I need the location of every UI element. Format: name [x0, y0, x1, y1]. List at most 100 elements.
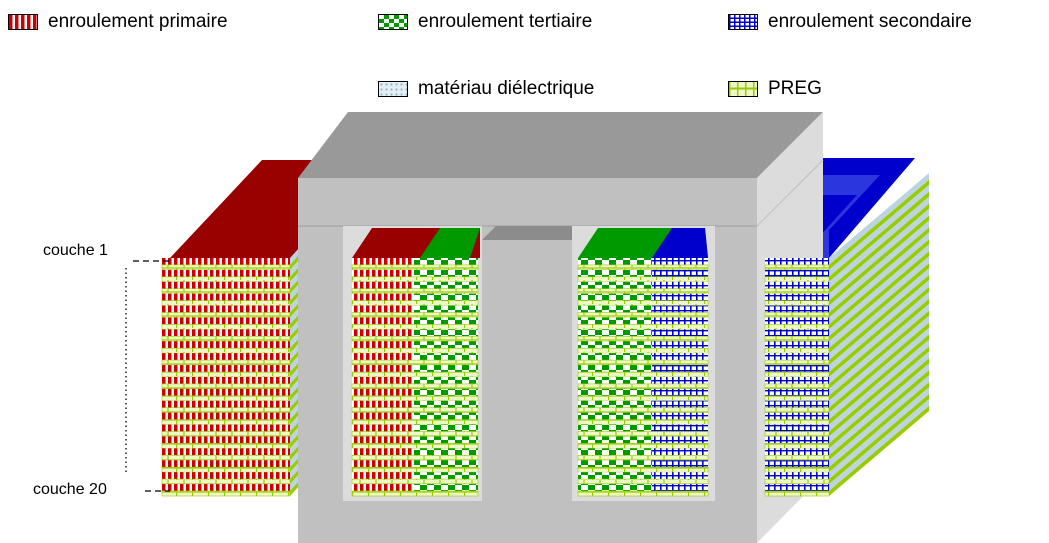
winding-layer	[162, 317, 290, 325]
preg-layer	[161, 466, 291, 473]
dielectric-side	[829, 220, 929, 313]
preg-layer	[161, 312, 291, 318]
winding-layer	[765, 365, 829, 373]
winding-layer	[652, 258, 708, 265]
preg-side	[829, 263, 929, 354]
legend-dielectric: matériau diélectrique	[378, 78, 594, 100]
preg-side	[290, 327, 298, 342]
winding-layer	[765, 412, 829, 420]
preg-layer	[577, 407, 709, 413]
winding-layer	[162, 269, 290, 277]
legend-secondary: enroulement secondaire	[728, 11, 972, 33]
winding-layer	[652, 281, 708, 289]
winding-layer	[765, 269, 829, 277]
winding-layer	[765, 293, 829, 301]
winding-layer	[352, 484, 414, 492]
preg-side	[290, 398, 298, 413]
winding-layer	[162, 472, 290, 480]
winding-layer	[352, 436, 414, 444]
winding-layer	[352, 293, 414, 301]
winding-layer	[414, 305, 478, 313]
winding-layer	[162, 424, 290, 432]
winding-layer	[414, 472, 478, 480]
winding-layer	[414, 424, 478, 432]
preg-layer	[764, 300, 830, 306]
preg-layer	[351, 276, 479, 283]
windings	[161, 173, 929, 497]
preg-side	[290, 410, 298, 425]
winding-layer	[352, 353, 414, 361]
preg-layer	[577, 264, 709, 271]
preg-layer	[351, 383, 479, 390]
dielectric-side	[290, 475, 298, 492]
winding-layer	[652, 353, 708, 361]
legend-primary: enroulement primaire	[8, 11, 228, 33]
preg-layer	[577, 300, 709, 306]
layer-20-label: couche 20	[33, 481, 107, 498]
legend-tertiary: enroulement tertiaire	[378, 11, 592, 33]
preg-side	[829, 346, 929, 437]
dielectric-side	[290, 427, 298, 444]
preg-side	[290, 268, 298, 282]
winding-layer	[578, 269, 652, 277]
winding-layer	[765, 353, 829, 361]
preg-side	[290, 363, 298, 377]
dielectric-side	[829, 292, 929, 384]
dielectric-side	[829, 256, 929, 349]
winding-layer	[414, 436, 478, 444]
winding-layer	[414, 281, 478, 289]
dielectric-side	[829, 208, 929, 301]
preg-layer	[161, 419, 291, 425]
preg-layer	[764, 395, 830, 402]
winding-layer	[652, 484, 708, 492]
preg-side	[290, 351, 298, 366]
preg-side	[829, 227, 929, 318]
preg-layer	[577, 466, 709, 473]
preg-side	[829, 406, 929, 496]
preg-layer	[161, 288, 291, 294]
dielectric-side	[290, 320, 298, 337]
winding-layer	[578, 317, 652, 325]
winding-layer	[578, 365, 652, 373]
preg-layer	[577, 324, 709, 330]
winding-layer	[162, 305, 290, 313]
preg-side	[829, 334, 929, 425]
preg-side	[829, 179, 929, 270]
preg-layer	[764, 288, 830, 294]
winding-layer	[352, 329, 414, 337]
preg-side	[290, 387, 298, 401]
preg-layer	[351, 443, 479, 449]
winding-layer	[414, 341, 478, 349]
winding-layer	[652, 412, 708, 420]
winding-layer	[765, 424, 829, 432]
preg-layer	[351, 300, 479, 306]
preg-layer	[577, 359, 709, 366]
window-right-secondary-top	[652, 228, 708, 258]
preg-side	[829, 382, 929, 473]
dielectric-side	[290, 451, 298, 468]
winding-layer	[162, 258, 290, 265]
legend-dielectric-label: matériau diélectrique	[418, 78, 595, 99]
core-top-face	[298, 112, 823, 178]
preg-layer	[764, 431, 830, 437]
primary-top-face	[170, 160, 320, 258]
winding-layer	[352, 448, 414, 456]
dielectric-side	[290, 463, 298, 480]
legend-secondary-label: enroulement secondaire	[768, 11, 972, 32]
preg-layer	[351, 359, 479, 366]
preg-swatch-icon	[728, 81, 758, 97]
preg-side	[829, 370, 929, 461]
preg-layer	[351, 347, 479, 354]
preg-layer	[577, 312, 709, 318]
dielectric-side	[290, 249, 298, 265]
window-left-tertiary-top	[420, 228, 480, 258]
winding-layer	[652, 436, 708, 444]
winding-layer	[578, 400, 652, 408]
winding-layer	[352, 365, 414, 373]
winding-layer	[765, 460, 829, 468]
preg-layer	[161, 490, 291, 497]
preg-layer	[161, 336, 291, 342]
winding-layer	[578, 460, 652, 468]
dielectric-side	[829, 339, 929, 432]
winding-layer	[414, 388, 478, 396]
